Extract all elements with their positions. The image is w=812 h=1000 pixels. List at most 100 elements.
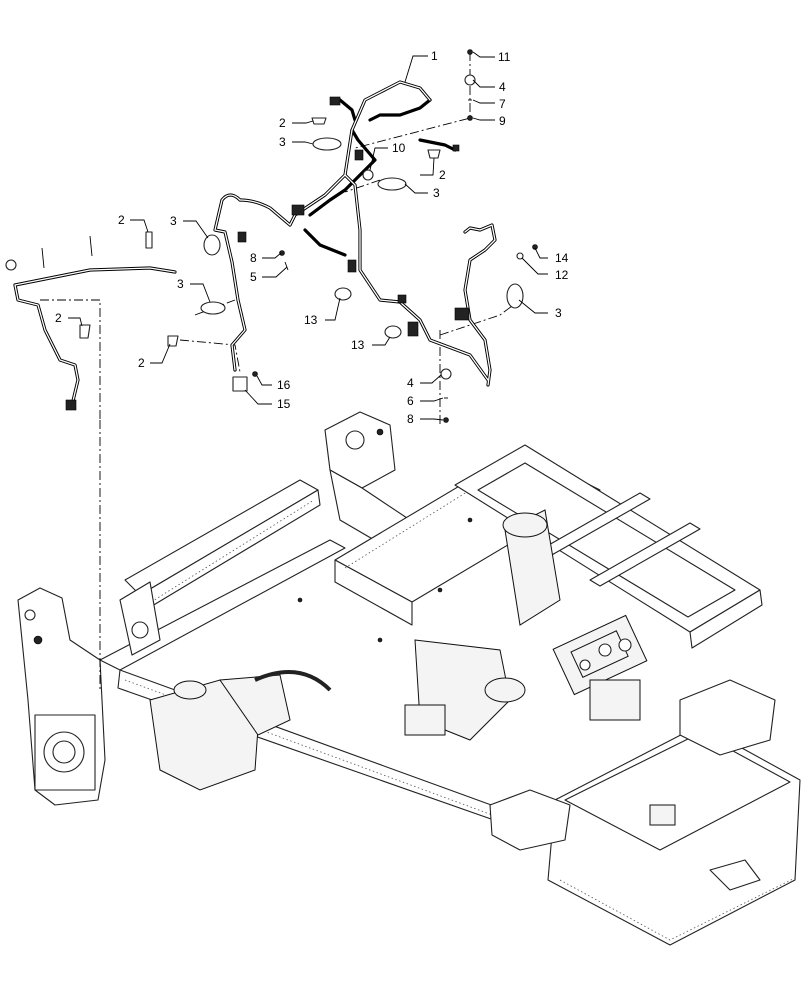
- bolt-14: [532, 244, 538, 250]
- bolt-8b: [443, 417, 449, 423]
- callout-11: 11: [498, 50, 511, 64]
- left-hub-inner: [52, 740, 76, 764]
- clip-13b: [384, 325, 402, 339]
- callout-8-bottom: 8: [407, 412, 414, 426]
- left-main-rail: [99, 539, 346, 671]
- callout-13-upper: 13: [304, 313, 318, 327]
- callout-3-left: 3: [170, 214, 177, 228]
- callout-14: 14: [555, 251, 569, 265]
- dashline-clip-10: [344, 179, 381, 193]
- callout-16: 16: [277, 378, 291, 392]
- clip-3b: [377, 177, 407, 191]
- rear-platform-top: [564, 732, 791, 851]
- rack-bar-2: [589, 522, 701, 587]
- callout-8-mid: 8: [250, 251, 257, 265]
- wiring-harness-left: [5, 235, 177, 411]
- callout-12: 12: [555, 268, 569, 282]
- clip-3e: [506, 283, 524, 309]
- clip-2e: [167, 335, 179, 347]
- connector-6: [454, 307, 470, 321]
- callout-4-bottom: 4: [407, 376, 414, 390]
- center-dots: [344, 461, 516, 569]
- bolt-c: [297, 597, 303, 603]
- clip-3d: [200, 301, 226, 315]
- callout-10: 10: [392, 141, 406, 155]
- callout-2-left: 2: [118, 213, 125, 227]
- connector-4: [237, 231, 247, 243]
- bracket-15: [232, 376, 248, 392]
- front-tank-cap: [173, 680, 207, 700]
- left-cable-tie-1: [41, 247, 45, 269]
- connector-left-end: [65, 399, 77, 411]
- left-front-bracket: [119, 581, 161, 656]
- callout-2-top-right: 2: [439, 168, 446, 182]
- clip-13a: [334, 287, 352, 301]
- rack-front-edge: [689, 589, 763, 649]
- bolt-a: [467, 517, 473, 523]
- connector-2: [452, 144, 460, 152]
- lower-block: [404, 704, 446, 736]
- clip-2a: [311, 117, 327, 125]
- clip-10: [362, 169, 374, 181]
- bolt-8a: [279, 250, 285, 256]
- dashline-left-clip: [40, 299, 101, 420]
- callout-1: 1: [431, 49, 438, 63]
- callout-3-top-right: 3: [433, 186, 440, 200]
- callout-7: 7: [499, 97, 506, 111]
- dashline-main-top: [354, 52, 471, 149]
- left-cable-tie-2: [89, 235, 93, 257]
- callout-3-right: 3: [555, 306, 562, 320]
- clip-2c: [145, 231, 153, 249]
- left-grommet: [5, 259, 17, 271]
- callout-6: 6: [407, 394, 414, 408]
- front-hose: [254, 670, 332, 692]
- screw-5: [284, 261, 289, 271]
- callout-4-top: 4: [499, 80, 506, 94]
- rear-tower-hole: [345, 430, 365, 450]
- rail-dots-2: [147, 499, 315, 605]
- nut-4a: [464, 74, 476, 86]
- bolt-b: [377, 637, 383, 643]
- nut-4b: [440, 368, 452, 380]
- dashline-main-right: [439, 299, 521, 336]
- hardware-parts: [79, 49, 538, 423]
- center-frame-side: [334, 559, 413, 626]
- connector-3: [291, 204, 305, 216]
- callout-15: 15: [277, 397, 291, 411]
- clip-2b: [427, 149, 441, 159]
- clip-3a: [312, 137, 342, 151]
- machine-frame: [17, 411, 801, 946]
- connector-5: [347, 259, 357, 273]
- clip-2d: [79, 324, 91, 339]
- rear-foot: [489, 789, 571, 851]
- callout-3-top-left: 3: [279, 135, 286, 149]
- center-cylinder-top: [502, 512, 548, 538]
- callout-3-mid-left: 3: [177, 277, 184, 291]
- callout-13-lower: 13: [351, 338, 365, 352]
- lower-tank-cap: [484, 677, 526, 703]
- left-upright-hole: [33, 635, 43, 645]
- alignment-lines: [40, 52, 521, 690]
- clip-3c: [203, 234, 221, 256]
- nut-9: [467, 115, 473, 121]
- left-upright-hole-2: [24, 609, 36, 621]
- callout-5: 5: [250, 270, 257, 284]
- callout-labels: 1 11 4 7 9 2 3 10 2 3 2 3 8 5 14 12 3 3 …: [55, 49, 569, 426]
- leader-lines: [68, 51, 548, 421]
- callout-2-top-left: 2: [279, 116, 286, 130]
- valve-assembly: [552, 614, 648, 721]
- connector-9: [354, 149, 364, 161]
- connector-1: [329, 96, 341, 106]
- connector-7: [407, 321, 419, 337]
- rear-tower-hole-dot: [376, 428, 384, 436]
- bolt-16: [252, 371, 258, 377]
- nut-12: [516, 252, 524, 260]
- platform-block: [649, 804, 676, 826]
- bracket-boss: [131, 621, 149, 639]
- dashline-main-left: [179, 339, 241, 373]
- right-pod: [679, 679, 776, 756]
- callout-2-far-left: 2: [55, 311, 62, 325]
- bolt-d: [437, 587, 443, 593]
- platform-dots: [559, 877, 796, 941]
